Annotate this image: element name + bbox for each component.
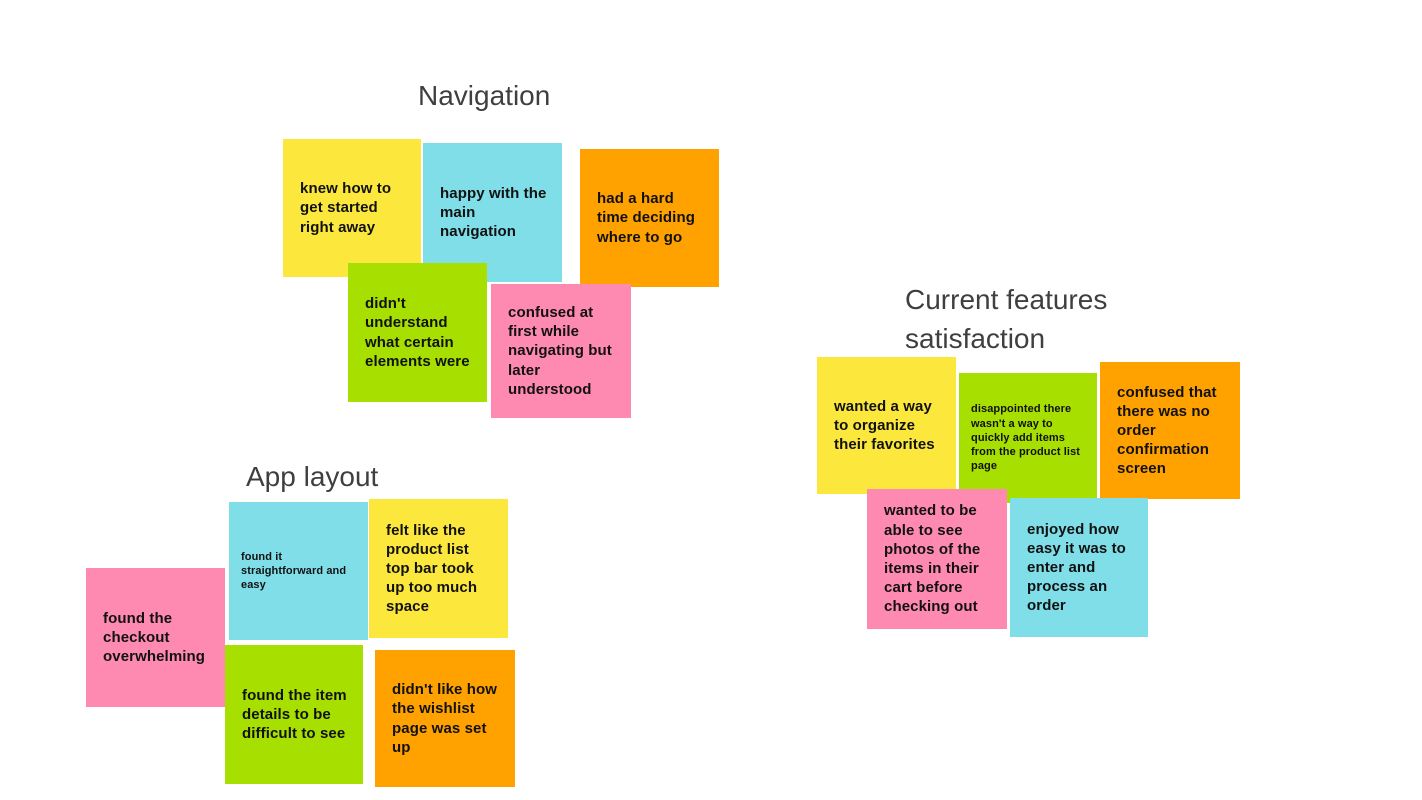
sticky-note[interactable]: found the checkout overwhelming	[86, 568, 225, 707]
sticky-note-text: had a hard time deciding where to go	[597, 190, 695, 246]
sticky-note[interactable]: had a hard time deciding where to go	[580, 149, 719, 287]
sticky-note-text: didn't like how the wishlist page was se…	[392, 681, 498, 756]
group-title-navigation[interactable]: Navigation	[418, 80, 551, 111]
group-title-current-features-satisfaction[interactable]: Current features satisfaction	[905, 284, 1108, 355]
sticky-note[interactable]: found the item details to be difficult t…	[225, 645, 363, 784]
sticky-note[interactable]: didn't understand what certain elements …	[348, 263, 487, 402]
sticky-note-text: disappointed there wasn't a way to quick…	[971, 403, 1081, 473]
sticky-note[interactable]: disappointed there wasn't a way to quick…	[959, 373, 1097, 503]
sticky-note[interactable]: confused at first while navigating but l…	[491, 284, 631, 418]
sticky-note-text: wanted to be able to see photos of the i…	[884, 502, 981, 616]
sticky-note[interactable]: enjoyed how easy it was to enter and pro…	[1010, 498, 1148, 637]
sticky-note-text: wanted a way to organize their favorites	[834, 397, 935, 454]
sticky-note-text: didn't understand what certain elements …	[365, 295, 470, 370]
sticky-note-text: confused at first while navigating but l…	[508, 304, 612, 398]
sticky-note[interactable]: knew how to get started right away	[283, 139, 421, 277]
sticky-note-text: enjoyed how easy it was to enter and pro…	[1027, 520, 1126, 615]
sticky-note[interactable]: wanted to be able to see photos of the i…	[867, 489, 1007, 629]
sticky-note[interactable]: happy with the main navigation	[423, 143, 562, 282]
sticky-note-text: confused that there was no order confirm…	[1117, 383, 1217, 478]
sticky-note[interactable]: wanted a way to organize their favorites	[817, 357, 956, 494]
group-title-app-layout[interactable]: App layout	[246, 461, 379, 492]
sticky-note[interactable]: didn't like how the wishlist page was se…	[375, 650, 515, 787]
sticky-note-text: found the checkout overwhelming	[103, 609, 206, 666]
sticky-note-text: felt like the product list top bar took …	[386, 521, 478, 616]
sticky-note[interactable]: felt like the product list top bar took …	[369, 499, 508, 638]
sticky-note-text: knew how to get started right away	[300, 180, 392, 236]
sticky-note[interactable]: confused that there was no order confirm…	[1100, 362, 1240, 499]
sticky-note-text: found the item details to be difficult t…	[242, 686, 347, 743]
sticky-note[interactable]: found it straightforward and easy	[229, 502, 368, 640]
sticky-note-text: happy with the main navigation	[440, 184, 547, 241]
sticky-note-text: found it straightforward and easy	[241, 550, 347, 592]
